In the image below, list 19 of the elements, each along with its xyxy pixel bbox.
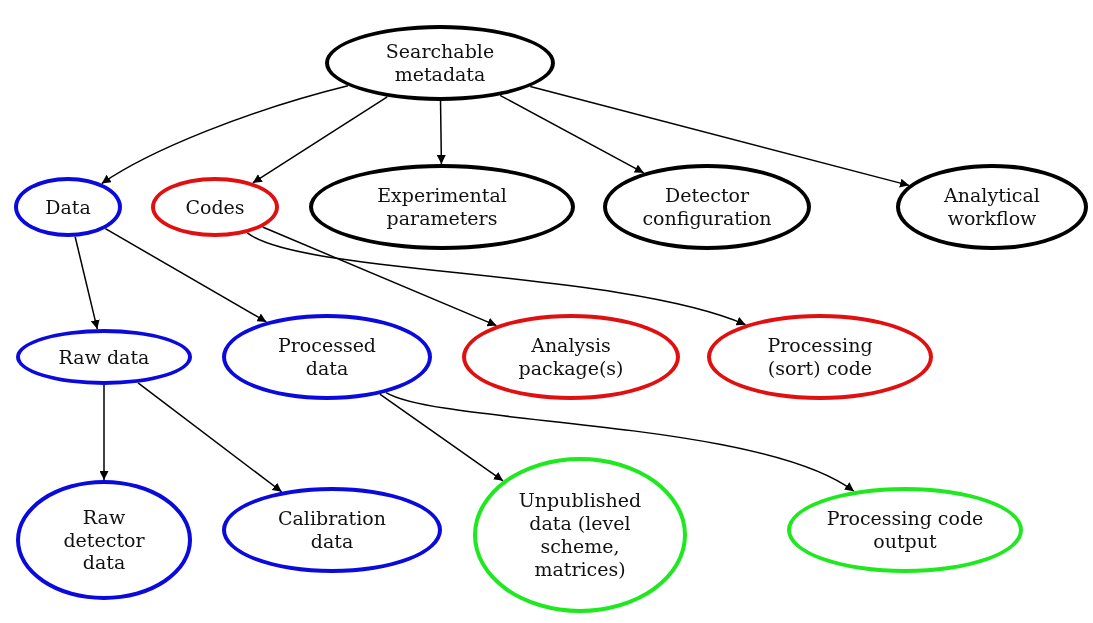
node-label: Processing (sort) code (766, 334, 874, 380)
arrow (99, 384, 109, 481)
node-label: Searchable metadata (384, 40, 496, 86)
node-label: Detector configuration (641, 184, 773, 230)
node-label: Raw detector data (62, 505, 146, 575)
node-label: Calibration data (277, 507, 387, 553)
arrow (74, 236, 100, 330)
arrow (529, 85, 910, 188)
arrow (436, 100, 446, 165)
arrow (261, 226, 498, 327)
node-label: Processed data (276, 334, 378, 380)
node-label: Experimental parameters (376, 184, 508, 230)
node-label: Codes (185, 195, 245, 219)
node-label: Data (45, 195, 91, 219)
node-label: Analysis package(s) (517, 334, 625, 380)
node-label: Processing code output (825, 507, 985, 553)
node-label: Raw data (58, 345, 150, 369)
node-label: Unpublished data (level scheme, matrices) (517, 489, 643, 581)
node-label: Analytical workflow (943, 184, 1041, 230)
